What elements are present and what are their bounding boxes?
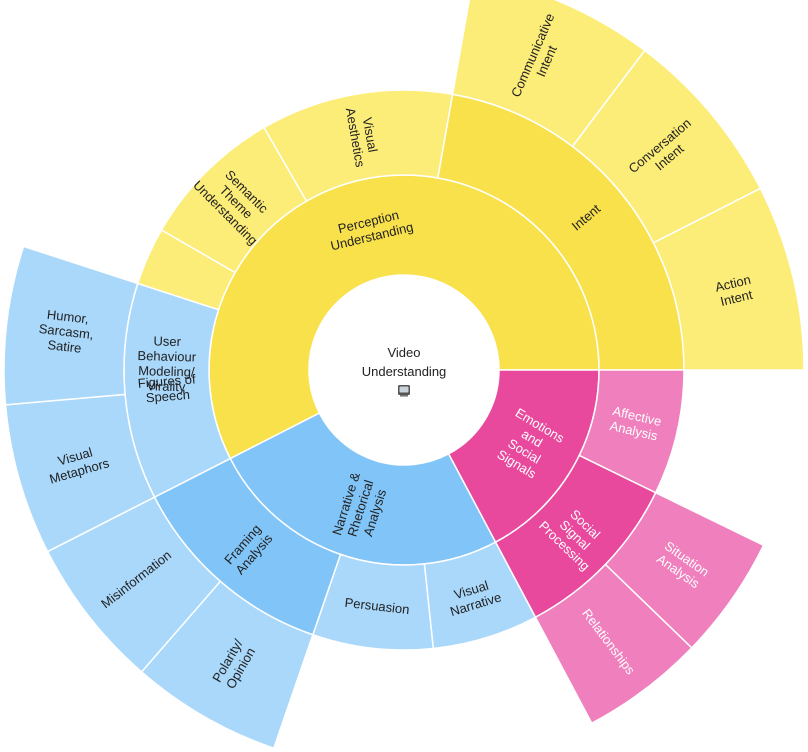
label-figures-of-speech: Figures ofSpeech xyxy=(137,371,197,405)
center-label-line-2: Understanding xyxy=(362,364,447,379)
label-humor-sarcasm-satire: Humor,Sarcasm,Satire xyxy=(36,306,96,357)
segment-relationships[interactable] xyxy=(534,563,693,725)
label-user-behaviour-modeling-virality: UserBehaviourModeling/Virality xyxy=(137,333,198,395)
segment-humor-sarcasm-satire[interactable] xyxy=(3,245,139,406)
label-persuasion: Persuasion xyxy=(344,595,410,617)
television-icon xyxy=(398,385,410,397)
segments-layer xyxy=(3,0,805,750)
segment-action-intent[interactable] xyxy=(652,187,805,371)
center-circle xyxy=(309,275,499,465)
label-action-intent: ActionIntent xyxy=(714,272,756,310)
center-label-line-1: Video xyxy=(387,345,420,360)
center-node: Video Understanding xyxy=(309,275,499,465)
